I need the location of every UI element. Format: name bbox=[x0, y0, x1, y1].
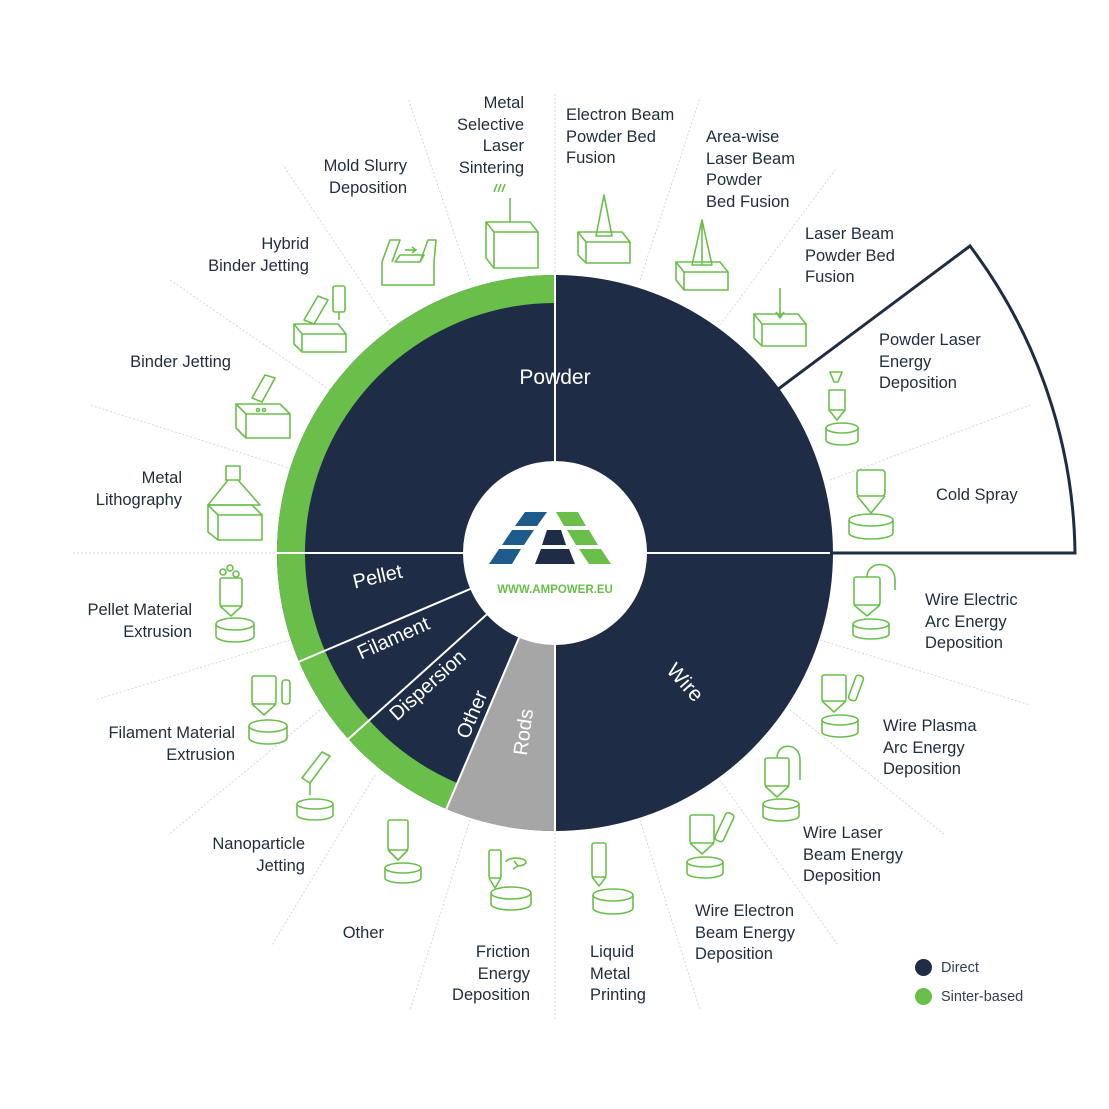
nanoparticle-icon bbox=[296, 751, 334, 821]
technology-icons bbox=[207, 183, 896, 915]
cold-spray-icon bbox=[848, 469, 894, 540]
label-metal-lithography: Metal Lithography bbox=[95, 469, 182, 509]
legend-swatch-direct bbox=[915, 959, 932, 976]
label-wire-electron-beam-ed: Wire Electron Beam Energy Deposition bbox=[695, 902, 795, 963]
label-liquid-metal-printing: Liquid Metal Printing bbox=[590, 943, 646, 1004]
label-wire-laser-beam-ed: Wire Laser Beam Energy Deposition bbox=[803, 824, 903, 885]
sinter-band bbox=[276, 275, 555, 809]
label-hybrid-binder-jetting: Hybrid Binder Jetting bbox=[208, 235, 309, 275]
ampower-logo bbox=[489, 512, 611, 564]
legend: Direct Sinter-based bbox=[915, 953, 1023, 1011]
label-binder-jetting: Binder Jetting bbox=[130, 353, 231, 371]
legend-label-sinter: Sinter-based bbox=[941, 988, 1024, 1005]
label-wire-electric-arc-ed: Wire Electric Arc Energy Deposition bbox=[925, 591, 1018, 652]
label-mold-slurry-deposition: Mold Slurry Deposition bbox=[323, 157, 407, 197]
electron-beam-icon bbox=[577, 194, 631, 264]
sector-divider bbox=[347, 613, 488, 740]
center-logo: WWW.AMPOWER.EU bbox=[463, 461, 647, 645]
hybrid-binder-jetting-icon bbox=[293, 285, 347, 353]
label-filament-material-extrusion: Filament Material Extrusion bbox=[108, 724, 235, 764]
sector-divider bbox=[298, 588, 471, 663]
label-other: Other bbox=[342, 924, 384, 942]
binder-jetting-icon bbox=[235, 374, 291, 439]
sector-other bbox=[446, 635, 555, 831]
label-cold-spray: Cold Spray bbox=[936, 486, 1018, 504]
wire-laser-icon bbox=[762, 745, 801, 822]
other-icon bbox=[384, 819, 422, 884]
powder-laser-ed-icon bbox=[825, 371, 859, 446]
separator-lines bbox=[72, 92, 1075, 1020]
label-laser-beam-pbf: Laser Beam Powder Bed Fusion bbox=[805, 225, 895, 286]
laser-beam-pbf-icon bbox=[753, 288, 807, 347]
label-friction-energy-deposition: Friction Energy Deposition bbox=[452, 943, 530, 1004]
wire-electron-icon bbox=[686, 811, 735, 879]
feedstock-powder-label: Powder bbox=[519, 366, 590, 389]
metal-lithography-icon bbox=[207, 465, 263, 541]
label-nanoparticle-jetting: Nanoparticle Jetting bbox=[212, 835, 305, 875]
wire-plasma-icon bbox=[821, 674, 865, 738]
highlight-frame bbox=[776, 243, 1077, 555]
legend-item-sinter-based: Sinter-based bbox=[915, 982, 1023, 1011]
sector-divider bbox=[445, 637, 520, 810]
legend-item-direct: Direct bbox=[915, 953, 1023, 982]
legend-label-direct: Direct bbox=[941, 959, 979, 976]
powder-bed-icon bbox=[485, 183, 539, 269]
wire-arc-icon bbox=[852, 563, 896, 640]
label-area-wise-laser-pbf: Area-wise Laser Beam Powder Bed Fusion bbox=[706, 128, 795, 211]
label-metal-selective-laser-sintering: Metal Selective Laser Sintering bbox=[457, 94, 524, 177]
mold-slurry-icon bbox=[381, 239, 437, 286]
friction-icon bbox=[488, 849, 532, 911]
filament-extrusion-icon bbox=[248, 675, 291, 745]
pellet-extrusion-icon bbox=[215, 564, 255, 643]
label-pellet-material-extrusion: Pellet Material Extrusion bbox=[87, 601, 192, 641]
label-wire-plasma-arc-ed: Wire Plasma Arc Energy Deposition bbox=[883, 717, 977, 778]
logo-url: WWW.AMPOWER.EU bbox=[497, 584, 613, 596]
legend-swatch-sinter bbox=[915, 988, 932, 1005]
label-powder-laser-ed: Powder Laser Energy Deposition bbox=[879, 331, 981, 392]
liquid-metal-icon bbox=[591, 842, 634, 915]
label-electron-beam-pbf: Electron Beam Powder Bed Fusion bbox=[566, 106, 675, 167]
area-wise-laser-icon bbox=[675, 219, 729, 291]
